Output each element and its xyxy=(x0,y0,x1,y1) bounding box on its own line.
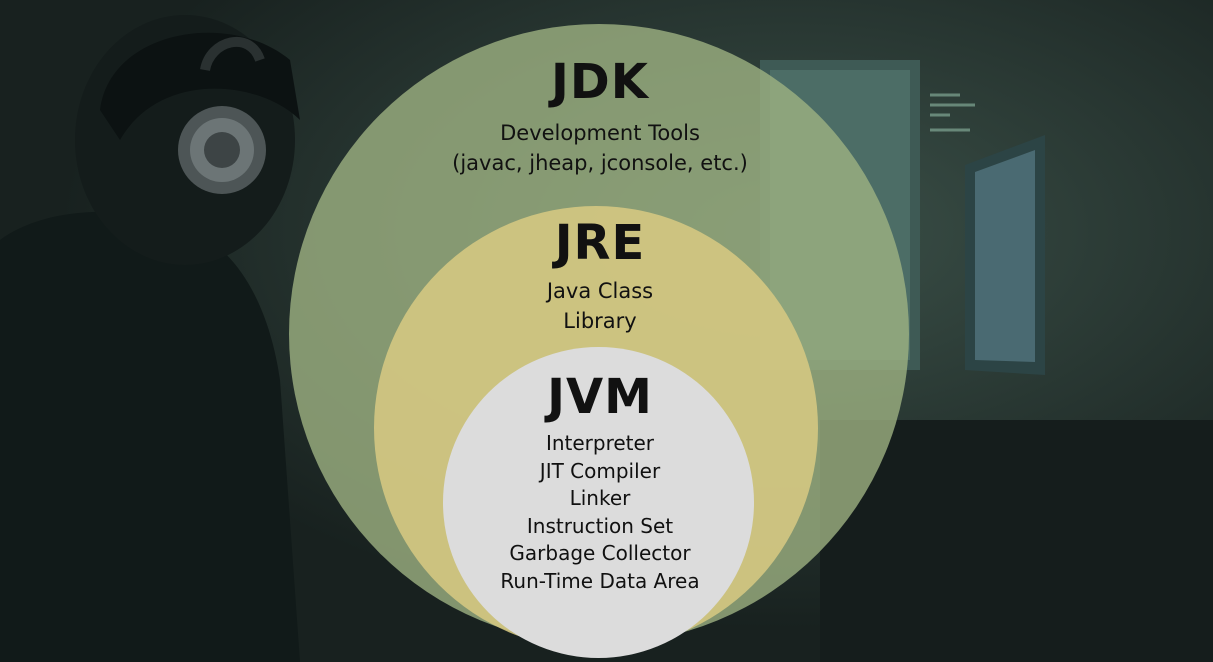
jdk-line: Development Tools xyxy=(500,121,700,145)
person-silhouette xyxy=(0,15,300,662)
jdk-title: JDK xyxy=(551,54,649,110)
jre-description: Java Class Library xyxy=(300,276,900,336)
jre-line: Library xyxy=(563,309,637,333)
jvm-component: Garbage Collector xyxy=(509,541,691,565)
jvm-component: Interpreter xyxy=(545,431,655,455)
jdk-line: (javac, jheap, jconsole, etc.) xyxy=(452,151,748,175)
jvm-component: Run-Time Data Area xyxy=(500,568,700,593)
jvm-description: Interpreter JIT Compiler Linker Instruct… xyxy=(300,430,900,595)
jvm-circle xyxy=(443,347,754,658)
jvm-component: JIT Compiler xyxy=(539,458,661,483)
jvm-title: JVM xyxy=(547,369,653,425)
jre-line: Java Class xyxy=(546,279,654,303)
jre-title: JRE xyxy=(554,215,646,271)
jvm-component: Instruction Set xyxy=(526,513,674,538)
monitor-right xyxy=(965,135,1045,375)
jdk-description: Development Tools (javac, jheap, jconsol… xyxy=(300,118,900,178)
jvm-component: Linker xyxy=(569,486,631,510)
